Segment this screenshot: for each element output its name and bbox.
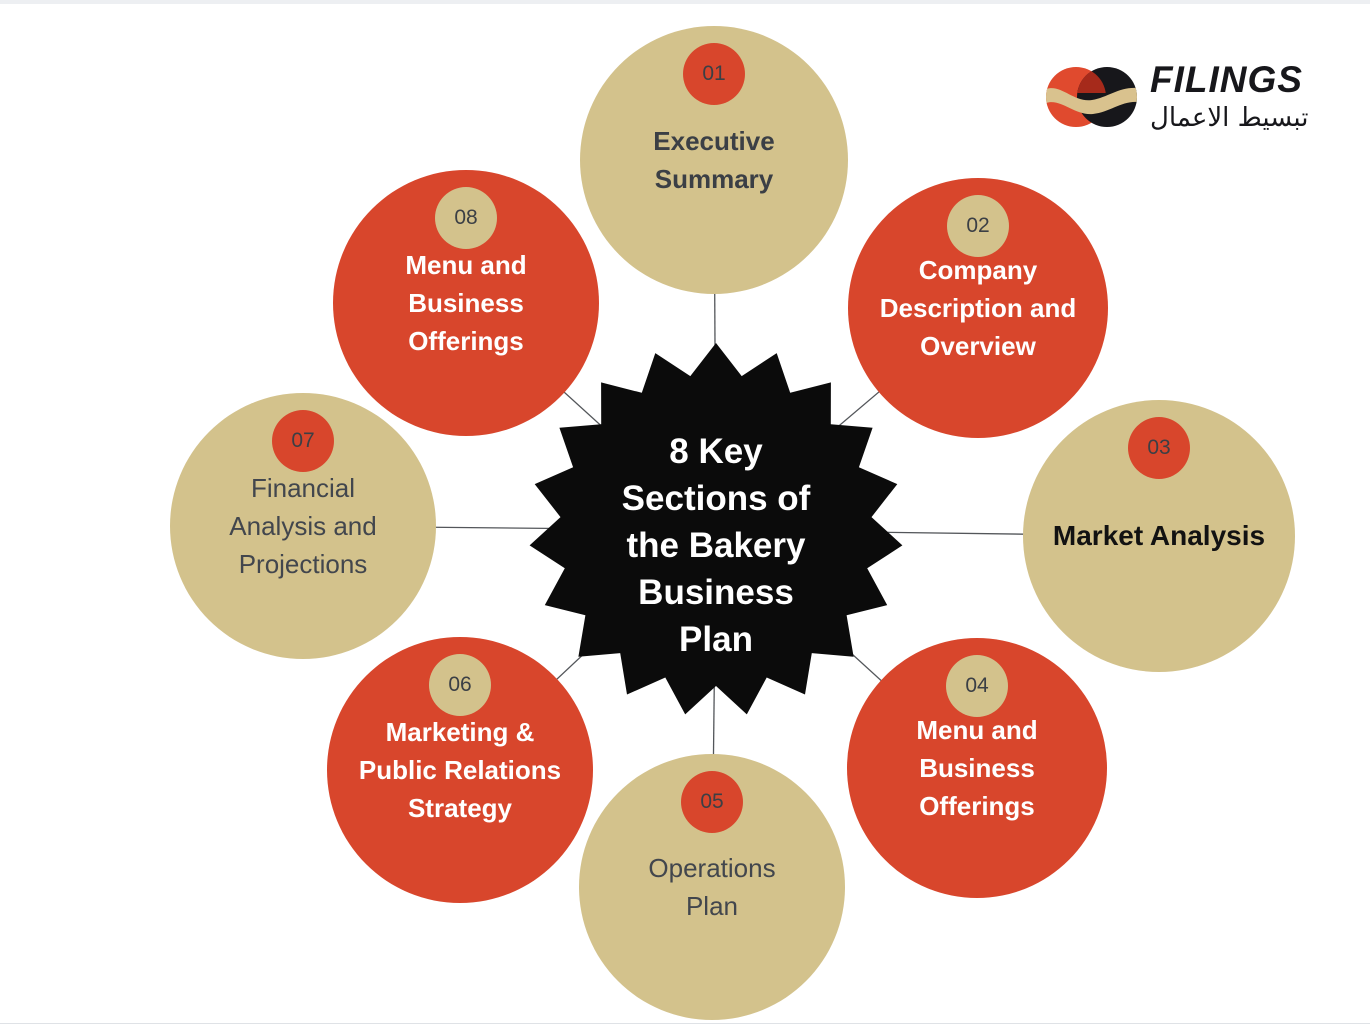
section-number: 01: [702, 62, 726, 85]
logo-text-block: FILINGS تبسيط الاعمال: [1150, 58, 1309, 135]
section-label: Menu and Business Offerings: [405, 250, 527, 356]
logo-overlap-lens: [1077, 67, 1106, 93]
logo-arabic-tagline: تبسيط الاعمال: [1150, 102, 1309, 133]
logo-ribbon-wave: [1046, 87, 1137, 115]
section-node-06: 06 Marketing & Public Relations Strategy: [327, 637, 593, 903]
section-number: 08: [454, 206, 478, 229]
section-label: Operations Plan: [648, 853, 776, 921]
section-number-badge: 04: [946, 655, 1008, 717]
logo-wordmark: FILINGS: [1150, 58, 1303, 100]
section-label: Market Analysis: [1052, 520, 1266, 551]
section-number: 06: [448, 673, 472, 696]
section-label: Menu and Business Offerings: [916, 715, 1038, 821]
section-number-badge: 01: [683, 43, 745, 105]
section-label: Executive Summary: [653, 126, 775, 194]
section-number-badge: 08: [435, 187, 497, 249]
filings-logo-mark-icon: [1046, 67, 1137, 127]
section-number: 03: [1147, 436, 1171, 459]
section-node-08: 08 Menu and Business Offerings: [333, 170, 599, 436]
section-number-badge: 06: [429, 654, 491, 716]
section-node-04: 04 Menu and Business Offerings: [847, 638, 1107, 898]
window-bottom-border: [0, 1023, 1370, 1024]
section-number-badge: 03: [1128, 417, 1190, 479]
section-node-05: 05 Operations Plan: [579, 754, 845, 1020]
section-label: Financial Analysis and Projections: [229, 473, 377, 579]
section-label: Marketing & Public Relations Strategy: [358, 717, 562, 823]
section-number-badge: 02: [947, 195, 1009, 257]
section-number: 05: [700, 790, 724, 813]
section-label: Company Description and Overview: [879, 255, 1077, 361]
section-node-03: 03 Market Analysis: [1023, 400, 1295, 672]
section-number: 04: [965, 674, 989, 697]
window-top-border: [0, 0, 1370, 4]
section-number-badge: 07: [272, 410, 334, 472]
starburst-shape: [529, 343, 903, 715]
section-node-01: 01 Executive Summary: [580, 26, 848, 294]
section-node-07: 07 Financial Analysis and Projections: [170, 393, 436, 659]
section-number-badge: 05: [681, 771, 743, 833]
section-number: 07: [291, 429, 315, 452]
diagram-title: 8 Key Sections of the Bakery Business Pl…: [621, 431, 811, 659]
section-node-02: 02 Company Description and Overview: [848, 178, 1108, 438]
section-number: 02: [966, 214, 990, 237]
filings-logo: FILINGS تبسيط الاعمال: [1046, 55, 1308, 139]
